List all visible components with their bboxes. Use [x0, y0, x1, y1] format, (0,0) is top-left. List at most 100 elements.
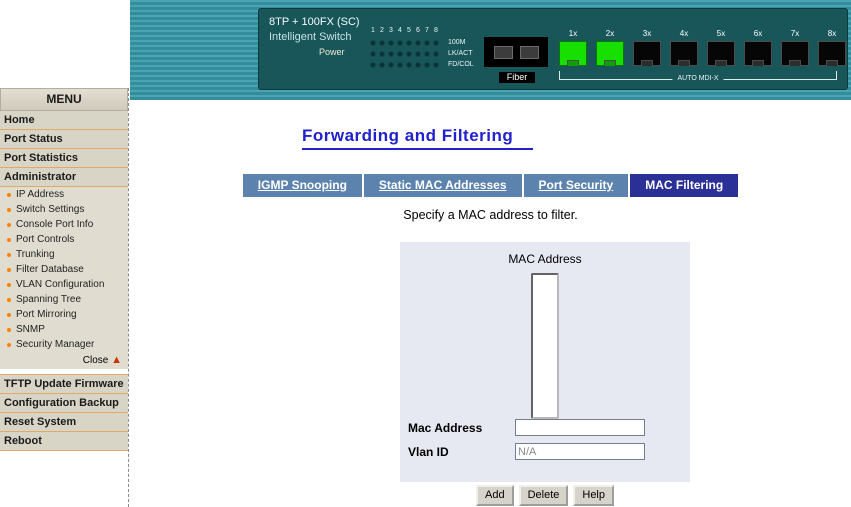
fiber-port [493, 45, 513, 59]
tab-label: MAC Filtering [645, 178, 724, 192]
top-banner: 8TP + 100FX (SC) Intelligent Switch Powe… [130, 0, 851, 102]
subitem-label: IP Address [16, 189, 65, 200]
sidebar-item-configuration-backup[interactable]: Configuration Backup [0, 394, 128, 413]
vlan-id-input[interactable] [515, 443, 645, 460]
sidebar-item-reset-system[interactable]: Reset System [0, 413, 128, 432]
bullet-icon [7, 252, 11, 257]
bullet-icon [7, 192, 11, 197]
subitem-label: Spanning Tree [16, 294, 82, 305]
help-button[interactable]: Help [573, 485, 614, 506]
bullet-icon [7, 312, 11, 317]
led-number: 6 [416, 27, 420, 34]
switch-front-image: 8TP + 100FX (SC) Intelligent Switch Powe… [258, 8, 848, 90]
content-area: Forwarding and Filtering IGMP Snooping S… [130, 100, 851, 507]
sidebar-item-port-mirroring[interactable]: Port Mirroring [0, 307, 128, 322]
tab-label: Port Security [538, 178, 614, 192]
sidebar-item-home[interactable]: Home [0, 111, 128, 130]
menu-title: MENU [0, 88, 128, 111]
port-label: 5x [716, 29, 726, 38]
led-dot [371, 51, 375, 56]
tab-igmp-snooping[interactable]: IGMP Snooping [242, 174, 362, 197]
subitem-label: Port Controls [16, 234, 75, 245]
tab-port-security[interactable]: Port Security [523, 174, 629, 197]
led-dot [389, 62, 393, 67]
led-number: 4 [398, 27, 402, 34]
mac-filter-panel: MAC Address Mac Address Vlan ID [400, 242, 690, 482]
tab-mac-filtering[interactable]: MAC Filtering [630, 174, 739, 197]
sidebar-item-vlan-configuration[interactable]: VLAN Configuration [0, 277, 128, 292]
tab-static-mac-addresses[interactable]: Static MAC Addresses [363, 174, 522, 197]
mac-address-input[interactable] [515, 419, 645, 436]
led-dot [407, 40, 411, 45]
sidebar-item-administrator[interactable]: Administrator [0, 168, 128, 187]
sidebar-item-snmp[interactable]: SNMP [0, 322, 128, 337]
sidebar-item-tftp-update-firmware[interactable]: TFTP Update Firmware [0, 375, 128, 394]
rj45-port-section: 1x 2x 3x 4x 5x 6x 7x 8x AUTO MDI-X [559, 29, 846, 82]
sidebar-close-link[interactable]: Close ▲ [0, 352, 128, 369]
sidebar-item-spanning-tree[interactable]: Spanning Tree [0, 292, 128, 307]
switch-model-label: 8TP + 100FX (SC) [269, 16, 360, 28]
led-row-fdcol: FD/COL [371, 61, 474, 68]
port-label: 2x [605, 29, 615, 38]
port-column: 6x [744, 29, 772, 66]
tab-label: Static MAC Addresses [378, 178, 507, 192]
port-column: 8x [818, 29, 846, 66]
sidebar-item-security-manager[interactable]: Security Manager [0, 337, 128, 352]
switch-name-label: Intelligent Switch [269, 31, 352, 43]
fiber-ports [484, 37, 548, 67]
bullet-icon [7, 222, 11, 227]
port-label: 3x [642, 29, 652, 38]
port-column: 2x [596, 29, 624, 66]
led-dot [434, 51, 438, 56]
bullet-icon [7, 342, 11, 347]
led-dot [389, 51, 393, 56]
led-dot [398, 51, 402, 56]
port-label: 6x [753, 29, 763, 38]
rj45-port [744, 41, 772, 66]
port-column: 3x [633, 29, 661, 66]
port-column: 5x [707, 29, 735, 66]
led-row-100m: 100M [371, 39, 474, 46]
fiber-label: Fiber [498, 72, 536, 83]
rj45-port [818, 41, 846, 66]
led-number: 7 [425, 27, 429, 34]
add-button[interactable]: Add [476, 485, 514, 506]
sidebar-item-filter-database[interactable]: Filter Database [0, 262, 128, 277]
up-arrow-icon: ▲ [111, 354, 122, 366]
rj45-port-row: 1x 2x 3x 4x 5x 6x 7x 8x [559, 29, 846, 66]
sidebar-item-port-controls[interactable]: Port Controls [0, 232, 128, 247]
mac-address-listbox[interactable] [531, 273, 559, 419]
led-dot [425, 51, 429, 56]
sidebar-item-reboot[interactable]: Reboot [0, 432, 128, 451]
sidebar-item-console-port-info[interactable]: Console Port Info [0, 217, 128, 232]
sidebar-item-ip-address[interactable]: IP Address [0, 187, 128, 202]
bullet-icon [7, 297, 11, 302]
led-dot [380, 51, 384, 56]
bullet-icon [7, 207, 11, 212]
led-dot [407, 51, 411, 56]
subitem-label: Switch Settings [16, 204, 85, 215]
sidebar-item-port-status[interactable]: Port Status [0, 130, 128, 149]
port-column: 7x [781, 29, 809, 66]
bullet-icon [7, 282, 11, 287]
delete-button[interactable]: Delete [518, 485, 569, 506]
led-dot [398, 40, 402, 45]
rj45-port [670, 41, 698, 66]
led-row-label: 100M [448, 39, 466, 46]
close-label: Close [82, 355, 109, 366]
sidebar-item-port-statistics[interactable]: Port Statistics [0, 149, 128, 168]
port-label: 1x [568, 29, 578, 38]
port-label: 8x [827, 29, 837, 38]
led-panel: 1 2 3 4 5 6 7 8 100M LK/ACT FD/COL [371, 27, 474, 68]
mac-address-label: Mac Address [408, 420, 483, 435]
led-dot [416, 40, 420, 45]
subitem-label: Console Port Info [16, 219, 94, 230]
led-number: 3 [389, 27, 393, 34]
led-dot [371, 40, 375, 45]
sidebar-item-trunking[interactable]: Trunking [0, 247, 128, 262]
rj45-port [781, 41, 809, 66]
bullet-icon [7, 267, 11, 272]
sidebar-item-switch-settings[interactable]: Switch Settings [0, 202, 128, 217]
administrator-submenu: IP Address Switch Settings Console Port … [0, 187, 128, 369]
page-title: Forwarding and Filtering [302, 126, 534, 150]
